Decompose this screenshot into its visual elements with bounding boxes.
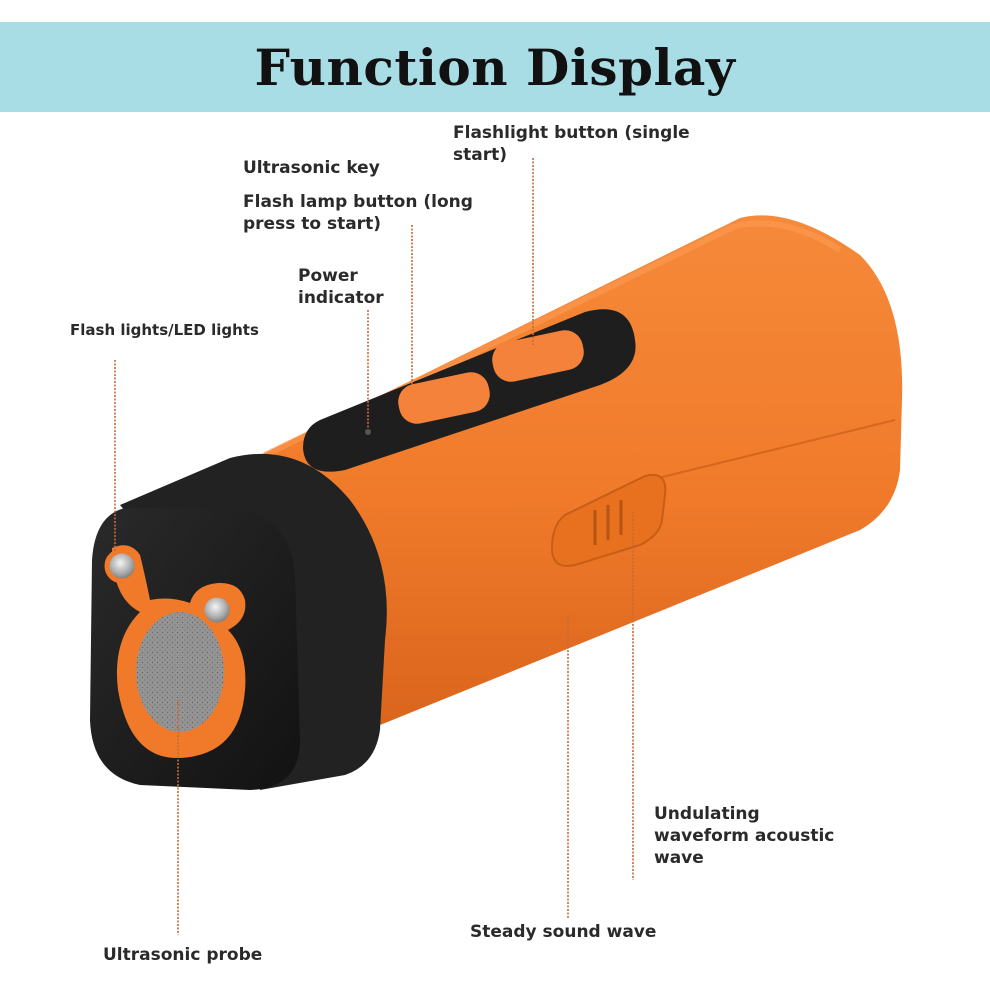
callout-ultrasonic-probe: Ultrasonic probe [103,945,263,965]
callout-flash-lamp-button: Flash lamp button (long press to start) [243,192,473,235]
flashlight-button[interactable] [489,327,587,385]
device-body-top-edge [263,220,842,458]
page-title: Function Display [254,37,736,97]
callout-steady-wave: Steady sound wave [470,922,657,942]
title-banner: Function Display [0,22,990,112]
led-light-right [199,592,235,628]
callout-power-indicator: Power indicator [298,266,384,309]
callout-ultrasonic-key: Ultrasonic key [243,158,380,178]
power-indicator-light [365,429,371,435]
device-body [230,215,903,734]
ultrasonic-probe-mesh [132,608,228,736]
callout-flashlight-button: Flashlight button (single start) [453,123,690,166]
callout-flash-lights: Flash lights/LED lights [70,321,259,339]
device-seam [649,419,896,481]
led-light-left [104,548,140,584]
flash-lamp-button[interactable] [395,369,493,427]
callout-undulating-wave: Undulating waveform acoustic wave [654,804,835,869]
